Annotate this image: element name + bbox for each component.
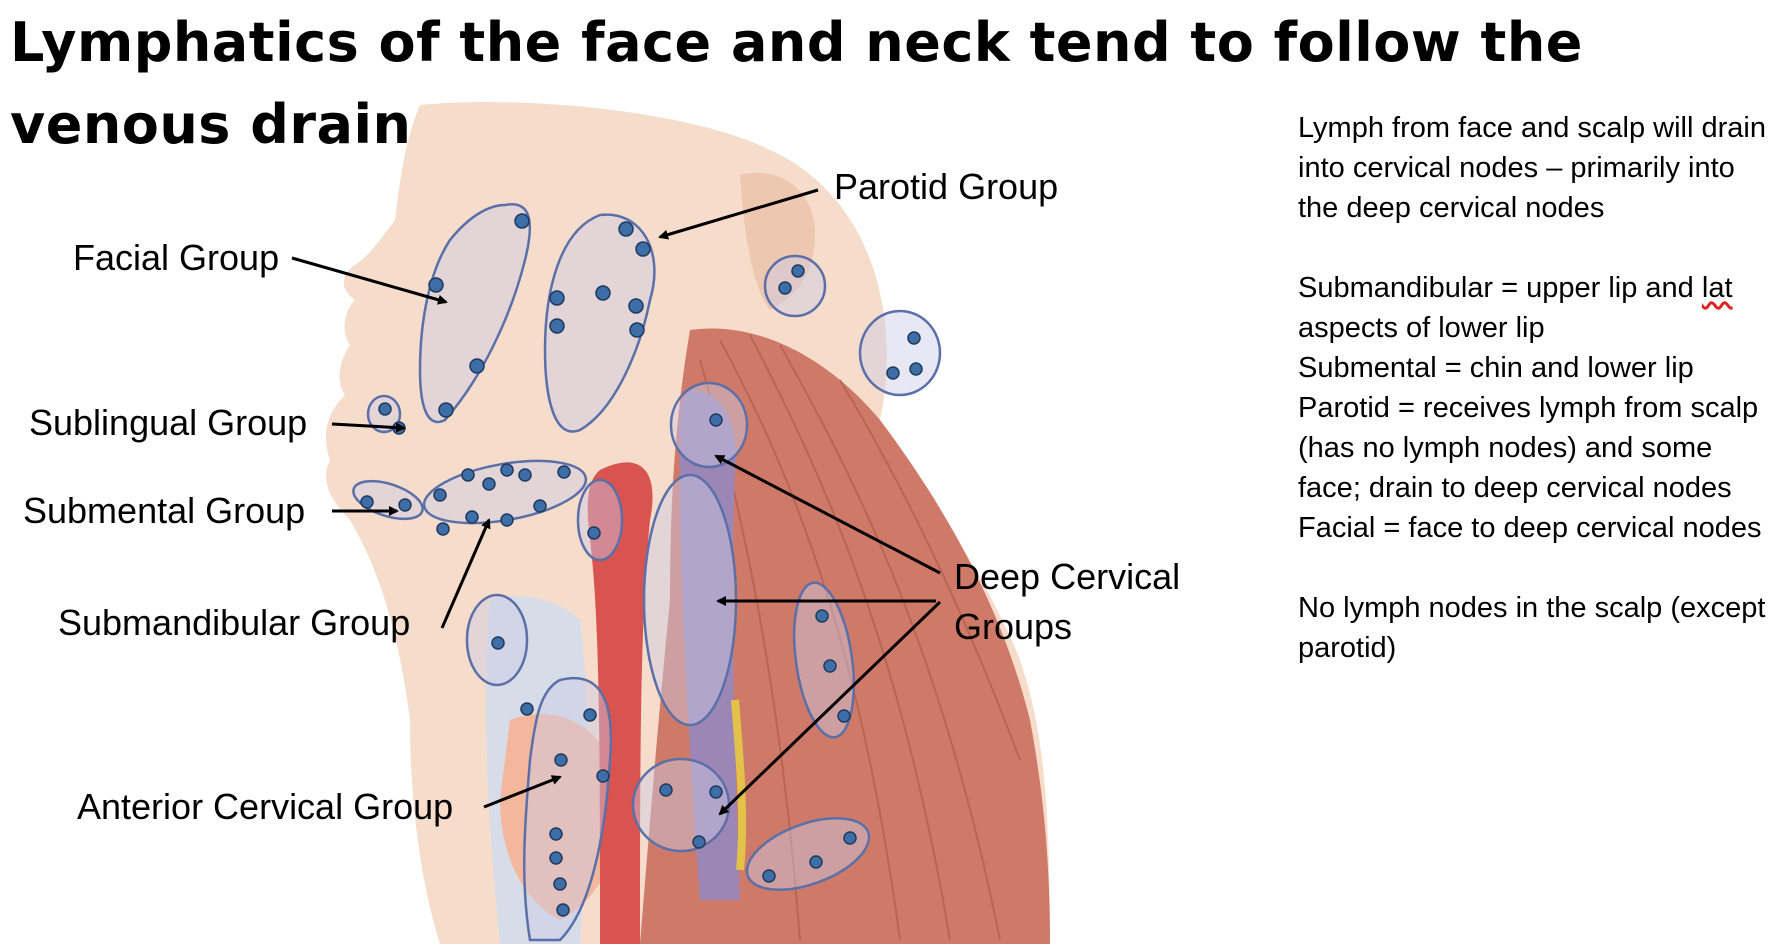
deep-cervical-arrow-upper — [714, 454, 941, 575]
facial-group-label: Facial Group — [73, 237, 280, 278]
lymph-node — [629, 322, 645, 338]
lymph-node — [520, 702, 534, 716]
notes-panel: Lymph from face and scalp will drain int… — [1298, 108, 1768, 668]
lymph-node — [907, 331, 921, 345]
lymph-node — [659, 783, 673, 797]
lymph-node — [428, 277, 444, 293]
lymph-node — [465, 510, 479, 524]
occipital-region — [858, 309, 942, 397]
note-submandibular: Submandibular = upper lip and lat aspect… — [1298, 268, 1768, 348]
parotid-group-label: Parotid Group — [834, 166, 1059, 207]
facial-region — [418, 203, 532, 424]
lymph-node — [500, 513, 514, 527]
lymph-node — [553, 877, 567, 891]
anterior-cervical-group-label: Anterior Cervical Group — [77, 786, 454, 827]
lymph-node — [549, 290, 565, 306]
lymph-node — [549, 827, 563, 841]
lymph-node — [514, 213, 530, 229]
lymph-node — [809, 855, 823, 869]
lymph-node — [438, 402, 454, 418]
lymph-node — [587, 526, 601, 540]
lymph-node — [583, 708, 597, 722]
lymph-node — [823, 659, 837, 673]
lymph-node — [628, 298, 644, 314]
lymph-node — [549, 318, 565, 334]
note-parotid: Parotid = receives lymph from scalp (has… — [1298, 392, 1759, 504]
lymph-node — [461, 468, 475, 482]
deep-cervical-arrow-lower — [718, 600, 942, 816]
lymph-node — [692, 835, 706, 849]
sublingual-group-label: Sublingual Group — [29, 402, 308, 443]
retropharyngeal-region — [576, 478, 624, 562]
note-submental: Submental = chin and lower lip — [1298, 352, 1694, 384]
lymph-node — [482, 477, 496, 491]
lymph-node — [378, 402, 392, 416]
submandibular-group-label: Submandibular Group — [58, 602, 411, 643]
lymph-node — [518, 468, 532, 482]
deep-cervical-label-line1: Deep Cervical — [954, 556, 1181, 597]
lymph-node — [533, 499, 547, 513]
lymph-node — [778, 281, 792, 295]
lymph-node — [909, 362, 923, 376]
deep-cervical-lower-region — [631, 757, 731, 853]
lymph-node — [815, 609, 829, 623]
sublingual-arrow — [331, 422, 406, 433]
lymph-node — [843, 831, 857, 845]
lymph-node — [557, 465, 571, 479]
lymph-node — [554, 753, 568, 767]
lymph-node — [469, 358, 485, 374]
note-no-nodes: No lymph nodes in the scalp (except paro… — [1298, 592, 1766, 664]
lymph-node — [433, 488, 447, 502]
parotid-lower-region — [763, 254, 827, 318]
note-submandibular-text: Submandibular = upper lip and — [1298, 272, 1702, 304]
lymph-node — [886, 366, 900, 380]
lymph-node — [635, 241, 651, 257]
lymph-node — [556, 903, 570, 917]
lymph-node — [360, 495, 374, 509]
lymph-node — [791, 264, 805, 278]
note-submandibular-lat: lat — [1701, 272, 1733, 304]
deep-cervical-label-line2: Groups — [954, 606, 1073, 647]
facial-arrow — [291, 256, 448, 305]
lymph-node — [837, 709, 851, 723]
lymph-node — [500, 463, 514, 477]
lymph-node — [595, 285, 611, 301]
anterior-cervical-arrow — [483, 775, 562, 809]
note-submandibular-text-end: aspects of lower lip — [1298, 312, 1545, 344]
lymph-node — [709, 413, 723, 427]
lymph-node — [549, 851, 563, 865]
lymph-node — [762, 869, 776, 883]
lymph-node — [618, 221, 634, 237]
lymph-node — [491, 636, 505, 650]
lymph-node — [398, 498, 412, 512]
deep-cervical-upper-region — [669, 381, 749, 469]
supraclavicular-region — [745, 817, 871, 891]
lymph-node — [436, 522, 450, 536]
lymph-node — [596, 769, 610, 783]
parotid-arrow — [658, 188, 819, 240]
anterior-cervical-region — [522, 677, 613, 942]
lymph-node — [709, 785, 723, 799]
parotid-region — [543, 213, 656, 433]
submental-group-label: Submental Group — [23, 490, 306, 531]
submandibular-arrow — [440, 518, 491, 629]
note-facial: Facial = face to deep cervical nodes — [1298, 512, 1762, 544]
note-intro: Lymph from face and scalp will drain int… — [1298, 112, 1766, 224]
